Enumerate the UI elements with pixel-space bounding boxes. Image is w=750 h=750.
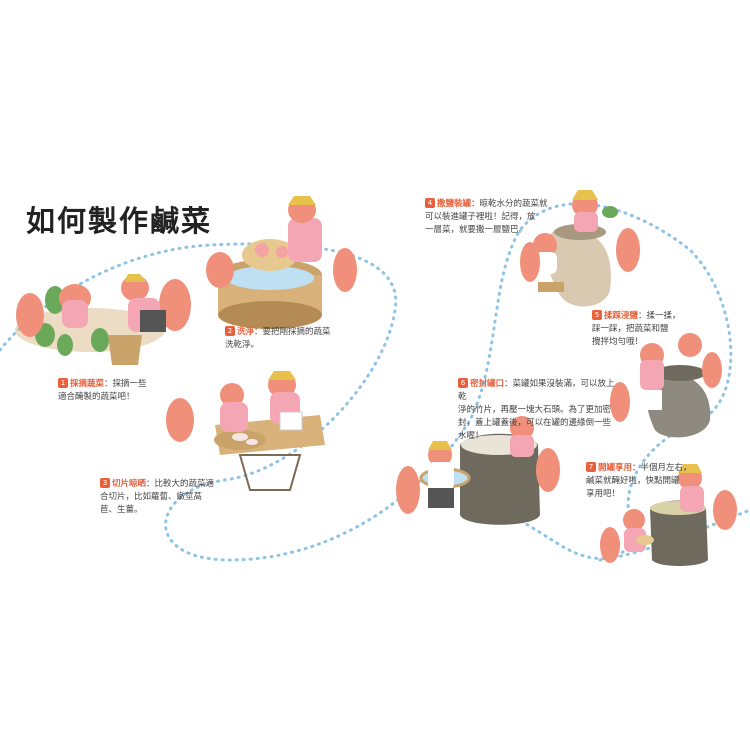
step-name: 揉踩浸鹽 bbox=[604, 311, 639, 321]
scene-washing bbox=[206, 196, 357, 329]
step-number: 4 bbox=[425, 198, 435, 208]
page-title: 如何製作鹹菜 bbox=[26, 204, 213, 238]
step-desc: ：晾乾水分的蔬菜就 可以裝進罐子裡啦！記得，放 一層菜，就要撒一層鹽巴。 bbox=[425, 199, 548, 235]
step-desc: ：菜罐如果沒裝滿，可以放上乾 淨的竹片，再壓一塊大石頭。為了更加密 封，蓋上罐蓋… bbox=[458, 379, 615, 441]
step-name: 密封罐口 bbox=[470, 379, 505, 389]
step-desc: ：採摘一些 適合醃製的蔬菜吧！ bbox=[58, 379, 147, 402]
step-number: 6 bbox=[458, 378, 468, 388]
step-name: 切片晾晒 bbox=[112, 479, 147, 489]
dotted-path bbox=[0, 202, 733, 562]
step-number: 7 bbox=[586, 462, 596, 472]
step-name: 撒鹽裝罐 bbox=[437, 199, 472, 209]
step-desc: ：半個月左右， 鹹菜就醃好啦，快點開罐 享用吧！ bbox=[586, 463, 692, 499]
step-name: 採摘蔬菜 bbox=[70, 379, 105, 389]
scene-slicing bbox=[166, 371, 325, 491]
step-desc: ：要把剛採摘的蔬菜 洗乾淨。 bbox=[225, 327, 331, 350]
scene-salting-jar bbox=[520, 190, 640, 307]
step-number: 1 bbox=[58, 378, 68, 388]
step-name: 洗淨 bbox=[237, 327, 255, 337]
step-desc: ：比較大的蔬菜適 合切片，比如蘿蔔、嫩莖萵 苣、生薑。 bbox=[100, 479, 215, 515]
step-number: 2 bbox=[225, 326, 235, 336]
step-number: 5 bbox=[592, 310, 602, 320]
scene-mixing bbox=[610, 333, 722, 438]
scene-enjoying bbox=[600, 464, 737, 566]
step-name: 開罐享用 bbox=[598, 463, 633, 473]
step-desc: ：揉一揉， 踩一踩，把蔬菜和鹽 攪拌均勻哦！ bbox=[592, 311, 681, 347]
step-number: 3 bbox=[100, 478, 110, 488]
scene-sealing bbox=[396, 416, 560, 525]
scene-picking-vegetables bbox=[15, 274, 191, 365]
